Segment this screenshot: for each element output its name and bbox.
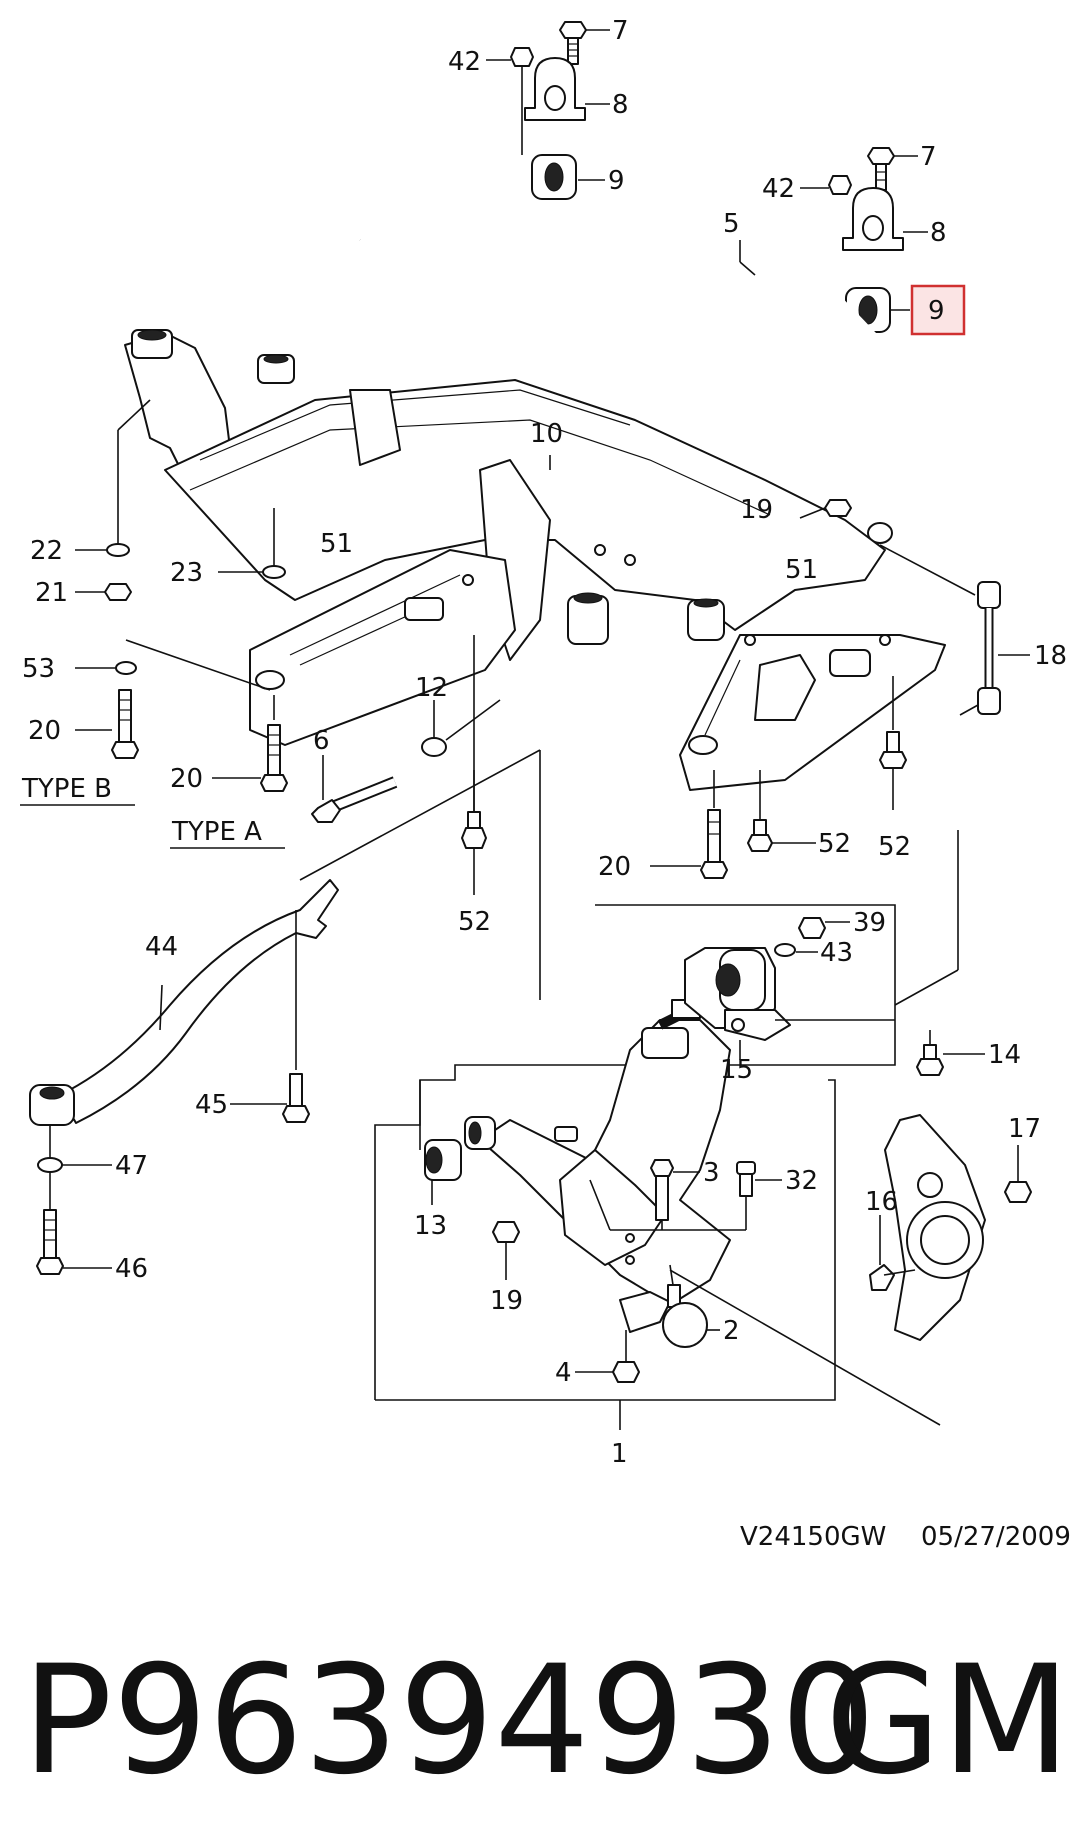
callout-20: 20 [170, 764, 203, 794]
callout-42: 42 [448, 47, 481, 77]
callout-51: 51 [785, 555, 818, 585]
left-fasteners [20, 399, 271, 806]
control-arm-group [374, 904, 985, 1430]
callout-20: 20 [598, 852, 631, 882]
callout-17: 17 [1008, 1114, 1041, 1144]
type-a-label: TYPE A [171, 817, 262, 847]
callout-7: 7 [920, 142, 937, 172]
callout-43: 43 [820, 938, 853, 968]
callout-12: 12 [415, 673, 448, 703]
callout-32: 32 [785, 1166, 818, 1196]
callout-4: 4 [555, 1358, 572, 1388]
callout-21: 21 [35, 578, 68, 608]
callout-18: 18 [1034, 641, 1067, 671]
shield-plate-right [679, 634, 946, 791]
part-number: P96394930 [22, 1634, 876, 1808]
shield-plate-left [249, 549, 516, 746]
callout-19: 19 [740, 495, 773, 525]
callout-3: 3 [703, 1158, 720, 1188]
callout-14: 14 [988, 1040, 1021, 1070]
callout-44: 44 [145, 932, 178, 962]
callout-47: 47 [115, 1151, 148, 1181]
brand: GM [825, 1634, 1071, 1808]
callout-7: 7 [612, 16, 629, 46]
type-b-label: TYPE B [21, 774, 112, 804]
callout-42: 42 [762, 174, 795, 204]
callout-15: 15 [720, 1055, 753, 1085]
callout-19: 19 [490, 1286, 523, 1316]
callout-39: 39 [853, 908, 886, 938]
right-center-fasteners [650, 676, 907, 879]
callout-53: 53 [22, 654, 55, 684]
tension-rod [29, 749, 541, 1275]
callout-23: 23 [170, 558, 203, 588]
callout-13: 13 [414, 1211, 447, 1241]
callout-8: 8 [612, 90, 629, 120]
callout-5: 5 [723, 209, 740, 239]
callout-2: 2 [723, 1316, 740, 1346]
steering-knuckle [869, 1114, 1032, 1341]
callout-45: 45 [195, 1090, 228, 1120]
diagram-date: 05/27/2009 [921, 1522, 1071, 1552]
callout-52: 52 [878, 832, 911, 862]
callout-9-highlighted: 9 [928, 296, 945, 326]
callout-9: 9 [608, 166, 625, 196]
callout-1: 1 [611, 1439, 628, 1469]
callout-46: 46 [115, 1254, 148, 1284]
stabilizer-bracket-group-right [800, 147, 966, 336]
callout-22: 22 [30, 536, 63, 566]
callout-6: 6 [313, 726, 330, 756]
callout-51: 51 [320, 529, 353, 559]
stabilizer-bar [354, 227, 951, 544]
callout-52: 52 [818, 829, 851, 859]
crossmember [124, 329, 886, 661]
callout-10: 10 [530, 419, 563, 449]
callout-20: 20 [28, 716, 61, 746]
diagram-code: V24150GW [740, 1522, 886, 1552]
callouts: 7 42 8 9 7 42 8 9 5 10 19 22 21 23 51 51… [22, 16, 1067, 1469]
stabilizer-bracket-group-upper [486, 21, 610, 200]
center-fasteners [170, 508, 501, 895]
highlight-box [910, 284, 966, 336]
stabilizer-link [799, 499, 1030, 1006]
callout-8: 8 [930, 218, 947, 248]
callout-52: 52 [458, 907, 491, 937]
callout-16: 16 [865, 1187, 898, 1217]
